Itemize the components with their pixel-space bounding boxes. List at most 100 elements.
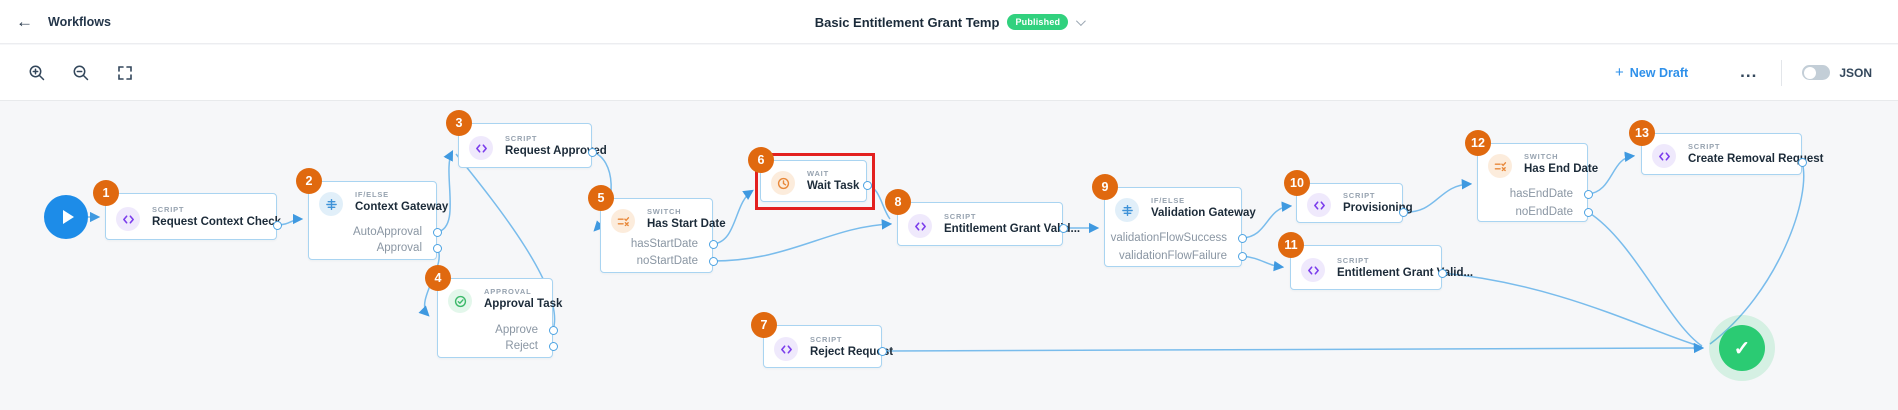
output-label-noStartDate: noStartDate <box>636 255 698 267</box>
json-toggle-label: JSON <box>1839 65 1872 80</box>
output-port[interactable] <box>1398 207 1408 217</box>
toggle-knob <box>1803 66 1816 79</box>
edge <box>436 150 454 233</box>
output-port[interactable] <box>1797 157 1807 167</box>
node-type-label: IF/ELSE <box>355 190 389 199</box>
json-toggle[interactable] <box>1802 65 1831 80</box>
node-title: Create Removal Request <box>1688 153 1824 165</box>
output-port-noEndDate[interactable] <box>1583 207 1593 217</box>
node-number-badge: 3 <box>446 110 472 136</box>
output-port-Approve[interactable] <box>548 325 558 335</box>
chevron-down-icon[interactable] <box>1076 15 1087 26</box>
node-type-label: SCRIPT <box>505 134 538 143</box>
node-type-label: SWITCH <box>647 207 682 216</box>
node-title: Provisioning <box>1343 202 1413 214</box>
node-title: Request Approved <box>505 145 607 157</box>
script-icon <box>1652 144 1676 168</box>
output-port-validationFlowSuccess[interactable] <box>1237 233 1247 243</box>
output-port-hasStartDate[interactable] <box>708 239 718 249</box>
switch-icon <box>1488 154 1512 178</box>
back-arrow-icon[interactable]: ← <box>16 12 33 31</box>
output-label-hasStartDate: hasStartDate <box>630 238 698 250</box>
ifelse-icon <box>1115 198 1139 222</box>
output-port[interactable] <box>1437 268 1447 278</box>
script-icon <box>1307 193 1331 217</box>
output-port-Approval[interactable] <box>432 243 442 253</box>
output-port[interactable] <box>877 346 887 356</box>
zoom-in-icon[interactable] <box>28 64 46 82</box>
node-type-label: SCRIPT <box>152 205 185 214</box>
output-label-validationFlowFailure: validationFlowFailure <box>1118 250 1227 262</box>
edge <box>1402 179 1473 213</box>
node-number-badge: 13 <box>1629 120 1655 146</box>
fullscreen-icon[interactable] <box>116 64 134 82</box>
toolbar-divider <box>1781 59 1783 86</box>
zoom-out-icon[interactable] <box>72 64 90 82</box>
output-label-Approval: Approval <box>376 242 422 254</box>
node-type-label: SCRIPT <box>1343 191 1376 200</box>
approval-icon <box>448 289 472 313</box>
node-number-badge: 12 <box>1465 130 1491 156</box>
more-options-button[interactable]: ... <box>1740 62 1758 82</box>
output-port-noStartDate[interactable] <box>708 256 718 266</box>
edge <box>1241 255 1285 272</box>
node-number-badge: 5 <box>588 185 614 211</box>
status-badge: Published <box>1007 14 1069 30</box>
edge <box>712 189 754 245</box>
end-node[interactable]: ✓ <box>1719 325 1765 371</box>
output-port[interactable] <box>587 147 597 157</box>
output-label-hasEndDate: hasEndDate <box>1509 188 1573 200</box>
play-icon <box>62 210 74 224</box>
start-node[interactable] <box>44 195 88 239</box>
page-title: Basic Entitlement Grant Temp <box>814 14 1000 30</box>
edge <box>712 219 893 262</box>
node-type-label: SWITCH <box>1524 152 1559 161</box>
output-label-AutoApproval: AutoApproval <box>352 226 422 238</box>
node-number-badge: 10 <box>1284 170 1310 196</box>
edge <box>455 153 556 331</box>
edge <box>1587 211 1703 347</box>
output-port-AutoApproval[interactable] <box>432 227 442 237</box>
output-port[interactable] <box>1058 223 1068 233</box>
edge <box>1587 151 1636 195</box>
node-title: Has End Date <box>1524 163 1599 175</box>
node-type-label: IF/ELSE <box>1151 196 1185 205</box>
output-port-hasEndDate[interactable] <box>1583 189 1593 199</box>
output-label-validationFlowSuccess: validationFlowSuccess <box>1110 232 1227 244</box>
edge <box>1709 161 1805 345</box>
wait-icon <box>771 171 795 195</box>
breadcrumb[interactable]: Workflows <box>48 14 111 29</box>
output-port-validationFlowFailure[interactable] <box>1237 251 1247 261</box>
script-icon <box>774 337 798 361</box>
toolbar-right: + New Draft ... JSON <box>1615 59 1898 86</box>
new-draft-button[interactable]: + New Draft <box>1615 65 1688 80</box>
ifelse-icon <box>319 192 343 216</box>
node-title: Entitlement Grant Valid... <box>944 223 1081 235</box>
node-type-label: APPROVAL <box>484 287 532 296</box>
node-title: Has Start Date <box>647 218 726 230</box>
output-port[interactable] <box>272 220 282 230</box>
selection-highlight <box>755 153 875 210</box>
node-type-label: SCRIPT <box>810 335 843 344</box>
node-number-badge: 2 <box>296 168 322 194</box>
node-number-badge: 7 <box>751 312 777 338</box>
edge <box>1241 201 1293 239</box>
output-port-Reject[interactable] <box>548 341 558 351</box>
output-port[interactable] <box>862 180 872 190</box>
node-type-label: SCRIPT <box>1688 142 1721 151</box>
node-title: Reject Request <box>810 346 894 358</box>
